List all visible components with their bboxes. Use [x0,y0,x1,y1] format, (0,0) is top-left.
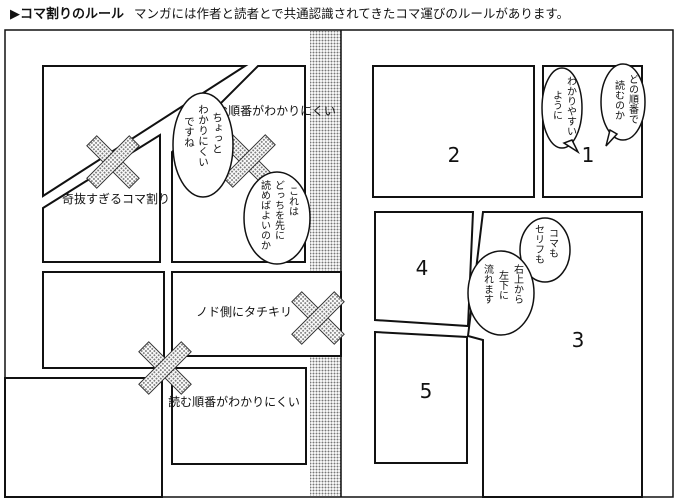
bubble-line: コマも [547,228,558,258]
header: ▶コマ割りのルールマンガには作者と読者とで共通認識されてきたコマ運びのルールがあ… [10,3,674,25]
spread-frame [4,29,674,498]
bubble-line: セリフも [533,224,545,264]
bubble-line: 流れます [482,263,494,304]
left-panel-bottom-left [4,377,163,498]
header-subtitle: マンガには作者と読者とで共通認識されてきたコマ運びのルールがあります。 [134,6,570,21]
bubble-line: ですね [183,116,195,148]
x-mark-icon [291,291,345,345]
speech-bubble-korewa: これは どっちを先に 読めばよいのか [243,171,311,265]
x-mark-icon [138,341,192,395]
header-title: ▶コマ割りのルール [10,7,124,22]
panel-number-3: 3 [572,328,585,352]
speech-bubble-chotto: ちょっと わかりにくい ですね [172,92,234,198]
bubble-line: 読むのか [613,79,625,120]
right-panel-2 [372,65,535,198]
right-panel-5 [374,330,468,464]
label-gutter-tachikiri: ノド側にタチキリ [196,305,292,319]
speech-bubble-dono: どの順番で 読むのか [600,63,646,147]
label-hard-order-bottom: 読む順番がわかりにくい [168,394,300,409]
bubble-line: 右上から [512,263,524,304]
panel-number-2: 2 [448,143,461,167]
label-hard-order-top: 読む順番がわかりにくい [204,103,336,118]
gutter-tone [310,31,341,496]
panel-number-5: 5 [420,379,433,403]
panel-number-1: 1 [582,143,595,167]
speech-bubble-migi: 右上から 左下に 流れます [467,250,535,336]
right-panel-4 [374,211,475,328]
speech-bubble-koma: コマも セリフも [519,217,571,283]
bubble-line: ちょっと [211,112,223,154]
panel-number-4: 4 [416,256,429,280]
bubble-line: どっちを先に [273,180,285,240]
bubble-line: これは [287,186,299,216]
left-panel-bottom-right [171,367,307,465]
label-odd-panels: 奇抜すぎるコマ割り [62,191,170,206]
bubble-line: どの順番で [627,74,639,124]
bubble-line: 読めばよいのか [259,179,271,250]
bubble-line: わかりやすい [565,76,577,136]
x-mark-icon [86,135,140,189]
bubble-line: 左下に [497,269,509,300]
speech-bubble-wakari: わかりやすい ように [541,67,583,155]
bubble-line: わかりにくい [197,104,209,167]
bubble-line: ように [551,90,562,120]
